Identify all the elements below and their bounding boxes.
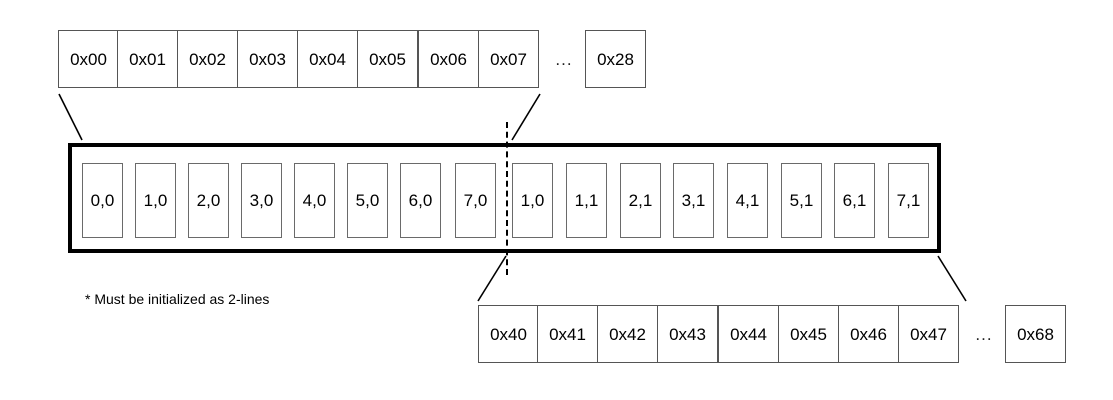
address-cell: 0x41 (537, 305, 598, 363)
buffer-slot: 5,1 (781, 163, 822, 238)
buffer-slot: 6,1 (834, 163, 875, 238)
address-cell: 0x47 (898, 305, 959, 363)
buffer-slot: 7,1 (888, 163, 929, 238)
buffer-slot: 3,1 (673, 163, 714, 238)
line-split-divider (506, 122, 508, 275)
address-cell: 0x07 (478, 30, 539, 88)
lower-strip-tail-cell: 0x68 (1005, 305, 1066, 363)
address-cell: 0x45 (778, 305, 839, 363)
buffer-slot: 1,1 (566, 163, 607, 238)
buffer-slot: 7,0 (455, 163, 496, 238)
buffer-slot: 1,0 (512, 163, 553, 238)
connector-lower-right (937, 255, 967, 302)
buffer-slot: 6,0 (400, 163, 441, 238)
upper-strip-tail-cell: 0x28 (585, 30, 646, 88)
buffer-slot: 0,0 (82, 163, 123, 238)
address-cell: 0x01 (117, 30, 178, 88)
buffer-slot: 1,0 (135, 163, 176, 238)
address-cell: 0x42 (597, 305, 658, 363)
initialization-note: * Must be initialized as 2-lines (85, 291, 270, 307)
connector-upper-left (58, 93, 83, 141)
address-cell: 0x43 (657, 305, 718, 363)
buffer-slot: 5,0 (347, 163, 388, 238)
address-cell: 0x02 (177, 30, 238, 88)
upper-strip-ellipsis: ... (555, 49, 573, 69)
lower-strip-ellipsis: ... (975, 324, 993, 344)
buffer-slot: 2,0 (188, 163, 229, 238)
address-cell: 0x00 (58, 30, 119, 88)
address-cell: 0x06 (418, 30, 479, 88)
address-cell: 0x04 (297, 30, 358, 88)
connector-upper-right (511, 93, 541, 141)
buffer-slot: 2,1 (620, 163, 661, 238)
buffer-slot: 3,0 (241, 163, 282, 238)
connector-lower-left (477, 255, 507, 302)
address-cell: 0x44 (718, 305, 779, 363)
buffer-slot: 4,1 (727, 163, 768, 238)
address-cell: 0x05 (357, 30, 418, 88)
buffer-slot: 4,0 (294, 163, 335, 238)
